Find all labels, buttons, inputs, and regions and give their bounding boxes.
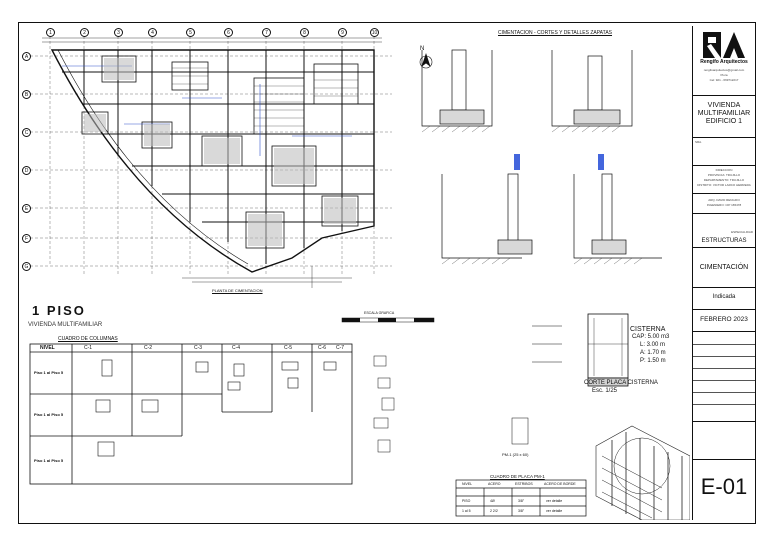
sheet-number: E-01 bbox=[700, 474, 748, 499]
scale-cell: Indicada bbox=[693, 288, 755, 310]
owner-label: SRA. bbox=[695, 140, 703, 144]
column-header: C-4 bbox=[232, 345, 241, 351]
plate-cell: 1 al 5 bbox=[462, 509, 471, 513]
column-header: C-5 bbox=[284, 345, 293, 351]
grid-bubble: 10 bbox=[370, 28, 379, 37]
north-label: N bbox=[420, 46, 425, 52]
details-title: CIMENTACION - CORTES Y DETALLES ZAPATAS bbox=[498, 30, 613, 36]
cistern-width: A: 1.70 m bbox=[640, 350, 666, 356]
plan-subtitle: VIVIENDA MULTIFAMILIAR bbox=[28, 322, 103, 328]
plate-header: NIVEL bbox=[462, 482, 473, 486]
designer-line: ARQ. DAVID RENGIFO bbox=[708, 198, 740, 202]
plate-cell: 3/8" bbox=[518, 509, 525, 513]
grid-bubble: 7 bbox=[262, 28, 271, 37]
sheet-number-cell: E-01 bbox=[693, 460, 755, 520]
owner-cell: SRA. bbox=[693, 138, 755, 166]
firm-phone: Cel: 921 - 669712217 bbox=[709, 78, 739, 82]
firm-city: Piura bbox=[720, 73, 728, 77]
grid-bubble: E bbox=[22, 204, 31, 213]
cistern-depth: P: 1.50 m bbox=[640, 358, 666, 364]
firm-email: rengifoarquitectos@gmail.com bbox=[703, 68, 745, 72]
column-header: C-3 bbox=[194, 345, 203, 351]
column-table-title: CUADRO DE COLUMNAS bbox=[58, 336, 118, 342]
designer-line: INGENIERO: CIP 165478 bbox=[706, 203, 742, 207]
plate-table-title: CUADRO DE PLACA PM-1 bbox=[490, 474, 545, 479]
plate-cell: ver detalle bbox=[546, 509, 563, 513]
ra-logo-icon bbox=[703, 32, 745, 58]
sheet-border bbox=[18, 22, 756, 524]
location-line: DEPARTAMENTO: TRUJILLO bbox=[703, 178, 745, 182]
title-block: Rengifo Arquitectos rengifoarquitectos@g… bbox=[692, 26, 755, 520]
plan-title: 1 PISO bbox=[32, 303, 86, 318]
sheet-title: CIMENTACIÓN bbox=[699, 264, 749, 271]
column-header: C-6 bbox=[318, 345, 327, 351]
column-header: C-7 bbox=[336, 345, 345, 351]
plate-header: ACERO bbox=[488, 482, 501, 486]
column-row-level: Piso 1 al Piso 5 bbox=[34, 412, 64, 417]
grid-bubble: D bbox=[22, 166, 31, 175]
specialty-label: ESPECIALIDAD bbox=[731, 230, 753, 234]
firm-name: Rengifo Arquitectos bbox=[700, 59, 748, 65]
cistern-capacity: CAP: 5.00 m3 bbox=[632, 334, 670, 340]
project-name-line2: MULTIFAMILIAR bbox=[697, 110, 751, 117]
column-row-level: Piso 1 al Piso 5 bbox=[34, 458, 64, 463]
cistern-length: L: 3.00 m bbox=[640, 342, 666, 348]
cistern-section-scale: Esc. 1/25 bbox=[592, 388, 618, 394]
location-line: DISTRITO: VICTOR LARCO HERRERA bbox=[697, 183, 751, 187]
location-cell: DIRECCION PROVINCIA: TRUJILLO DEPARTAMEN… bbox=[693, 166, 755, 194]
specialty-name: ESTRUCTURAS bbox=[701, 238, 747, 244]
cistern-section-title: CORTE PLACA CISTERNA bbox=[584, 380, 658, 386]
plate-cell: 3/8" bbox=[518, 499, 525, 503]
sheet-scale: Indicada bbox=[712, 294, 736, 300]
grid-bubble: B bbox=[22, 90, 31, 99]
sheet-title-cell: CIMENTACIÓN bbox=[693, 248, 755, 288]
project-cell: VIVIENDA MULTIFAMILIAR EDIFICIO 1 bbox=[693, 96, 755, 138]
revisions-cell bbox=[693, 332, 755, 422]
grid-bubble: 9 bbox=[338, 28, 347, 37]
grid-bubble: 4 bbox=[148, 28, 157, 37]
grid-bubble: 5 bbox=[186, 28, 195, 37]
grid-bubble: 8 bbox=[300, 28, 309, 37]
plate-cell: 2 2/2 bbox=[490, 509, 498, 513]
plate-cell: PISO bbox=[462, 499, 471, 503]
grid-bubble: A bbox=[22, 52, 31, 61]
plate-cell: 4Ø bbox=[490, 499, 495, 503]
cistern-title: CISTERNA bbox=[630, 326, 666, 333]
plate-header: ESTRIBOS bbox=[515, 482, 533, 486]
location-line: PROVINCIA: TRUJILLO bbox=[707, 173, 741, 177]
plan-caption: PLANTA DE CIMENTACION bbox=[212, 288, 263, 293]
project-name-line1: VIVIENDA bbox=[707, 102, 741, 109]
designer-cell: ARQ. DAVID RENGIFO INGENIERO: CIP 165478 bbox=[693, 194, 755, 214]
firm-logo bbox=[697, 30, 751, 82]
sheet-date: FEBRERO 2023 bbox=[700, 316, 748, 323]
logo-cell: Rengifo Arquitectos rengifoarquitectos@g… bbox=[693, 26, 755, 96]
grid-bubble: F bbox=[22, 234, 31, 243]
plate-header: ACERO DE BORDE bbox=[544, 482, 576, 486]
grid-bubble: C bbox=[22, 128, 31, 137]
specialty-cell: ESPECIALIDAD ESTRUCTURAS bbox=[693, 214, 755, 248]
drawing-area: 1 2 3 4 5 6 7 8 9 10 A B C D E F G N CIM… bbox=[22, 26, 690, 520]
grid-bubble: 1 bbox=[46, 28, 55, 37]
location-line: DIRECCION bbox=[715, 168, 733, 172]
scale-bar-label: ESCALA GRAFICA bbox=[364, 311, 395, 315]
column-header: NIVEL bbox=[40, 345, 55, 351]
grid-bubble: 6 bbox=[224, 28, 233, 37]
grid-bubble: G bbox=[22, 262, 31, 271]
column-header: C-2 bbox=[144, 345, 153, 351]
date-cell: FEBRERO 2023 bbox=[693, 310, 755, 332]
plate-cell: ver detalle bbox=[546, 499, 563, 503]
notes-cell bbox=[693, 422, 755, 460]
grid-bubble: 3 bbox=[114, 28, 123, 37]
grid-bubble: 2 bbox=[80, 28, 89, 37]
column-header: C-1 bbox=[84, 345, 93, 351]
column-row-level: Piso 1 al Piso 5 bbox=[34, 370, 64, 375]
drawing-linework bbox=[29, 36, 690, 520]
plate-detail-caption: PM-1 (25 x 60) bbox=[502, 452, 529, 457]
project-name-line3: EDIFICIO 1 bbox=[705, 118, 743, 125]
